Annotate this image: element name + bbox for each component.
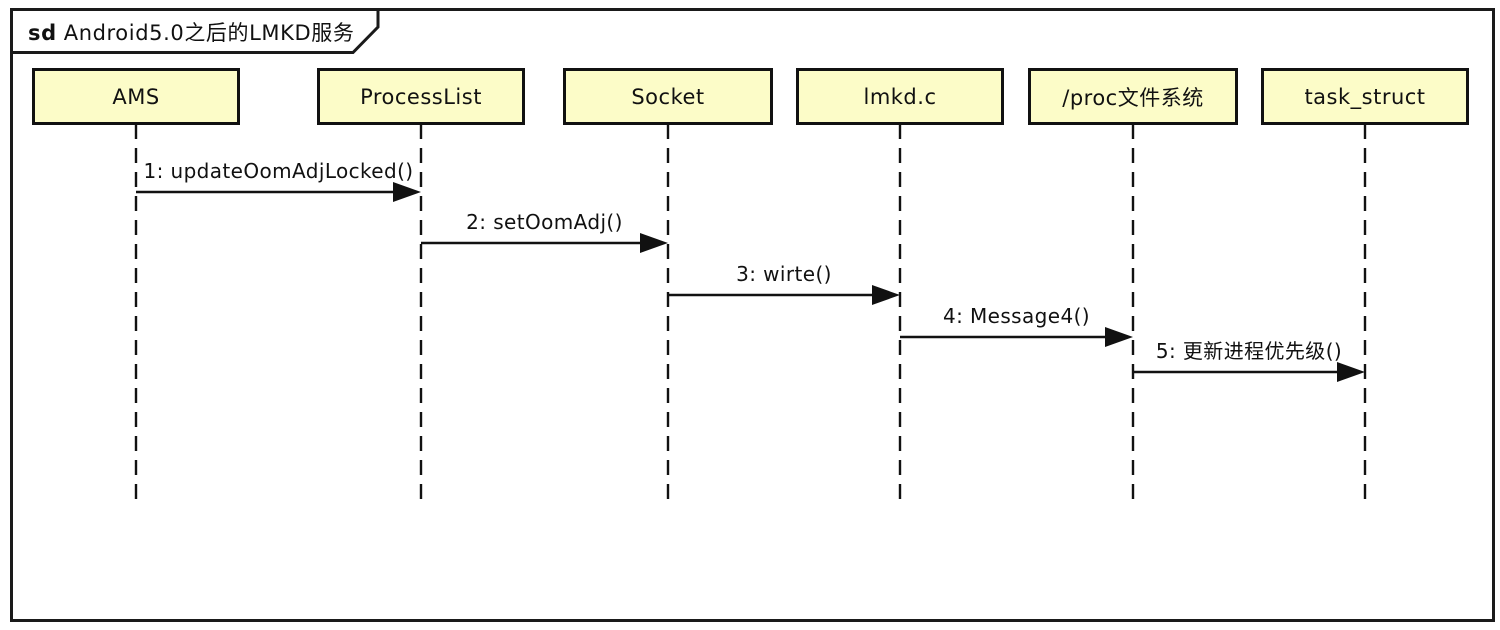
participant-box-3: lmkd.c [796, 68, 1004, 125]
message-arrowhead [872, 285, 900, 305]
frame-title-keyword: sd [28, 21, 57, 45]
participant-label: AMS [112, 84, 160, 109]
participant-label: Socket [631, 84, 705, 109]
participant-box-1: ProcessList [317, 68, 525, 125]
participant-box-5: task_struct [1261, 68, 1469, 125]
participant-box-0: AMS [32, 68, 240, 125]
message-arrowhead [1105, 327, 1133, 347]
message-label-3: 3: wirte() [736, 262, 832, 286]
message-arrowhead [640, 233, 668, 253]
message-label-4: 4: Message4() [942, 304, 1090, 328]
participant-label: task_struct [1304, 84, 1426, 109]
message-arrowhead [1337, 362, 1365, 382]
frame-title-tab-shape [10, 8, 380, 54]
diagram-frame-border [10, 8, 1495, 622]
message-label-2: 2: setOomAdj() [466, 210, 623, 234]
participant-box-4: /proc文件系统 [1028, 68, 1238, 125]
participant-label: /proc文件系统 [1062, 85, 1204, 110]
message-label-1: 1: updateOomAdjLocked() [143, 159, 414, 183]
message-label-5: 5: 更新进程优先级() [1155, 339, 1343, 363]
message-arrowhead [393, 182, 421, 202]
participant-box-2: Socket [563, 68, 773, 125]
frame-title-tab [10, 8, 380, 54]
participant-label: ProcessList [360, 84, 482, 109]
participant-label: lmkd.c [863, 84, 937, 109]
frame-title-text: Android5.0之后的LMKD服务 [63, 21, 355, 45]
